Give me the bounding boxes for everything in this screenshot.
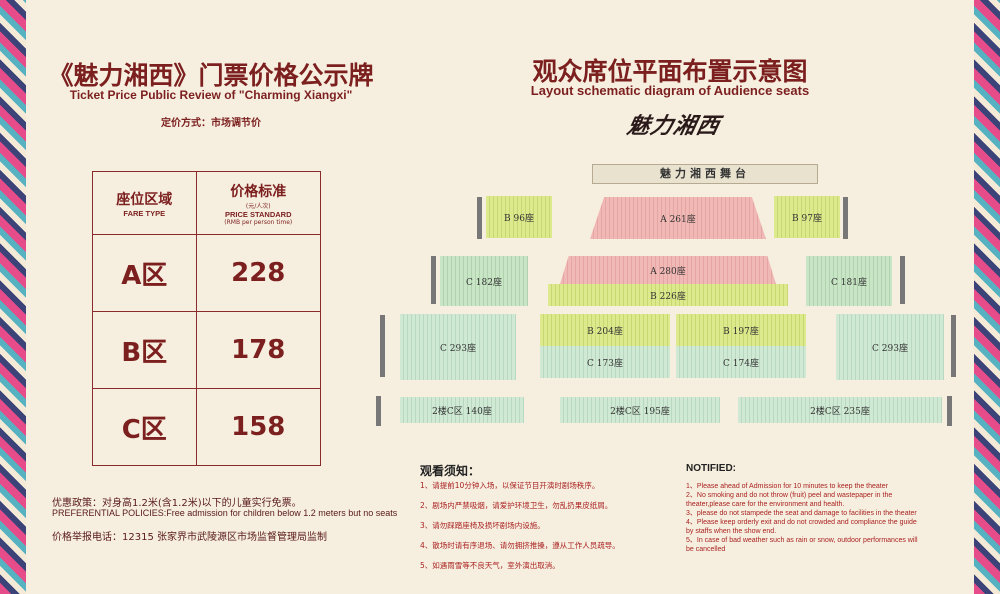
list-item: 1、Please ahead of Admission for 10 minut…: [686, 483, 888, 490]
section-c-right-big: C 293座: [836, 314, 944, 380]
price-table: 座位区域 FARE TYPE 价格标准 (元/人次) PRICE STANDAR…: [92, 171, 321, 466]
list-item: 1、请提前10分钟入场，以保证节目开演时剧场秩序。: [420, 481, 600, 490]
list-item: 3、please do not stampede the seat and da…: [686, 510, 917, 517]
section-a-top: A 261座: [590, 197, 766, 239]
section-c-left-mid: C 182座: [440, 256, 528, 306]
notified-list: 1、Please ahead of Admission for 10 minut…: [686, 482, 926, 554]
right-decorative-border: [974, 0, 1000, 594]
section-2f-mid: 2楼C区 195座: [560, 397, 720, 423]
price-cell: 178: [195, 311, 321, 389]
price-cell: 158: [195, 388, 321, 466]
list-item: 5、In case of bad weather such as rain or…: [686, 537, 918, 553]
aisle-marker: [376, 396, 381, 426]
section-b-right: B 97座: [774, 196, 840, 238]
section-b-mid: B 226座: [548, 284, 788, 306]
price-board-title: 《魅力湘西》门票价格公示牌: [48, 61, 374, 90]
price-standard-en: PRICE STANDARD: [224, 209, 292, 219]
zone-cell: C区: [92, 388, 197, 466]
preferential-policy-zh: 优惠政策：对身高1.2米(含1.2米)以下的儿童实行免票。: [52, 498, 302, 509]
price-board-subtitle: Ticket Price Public Review of "Charming …: [69, 88, 353, 102]
pricing-method: 定价方式：市场调节价: [161, 118, 261, 129]
aisle-marker: [431, 256, 436, 304]
price-table-header: 座位区域 FARE TYPE 价格标准 (元/人次) PRICE STANDAR…: [92, 171, 321, 235]
section-2f-right: 2楼C区 235座: [738, 397, 942, 423]
stage-label: 魅力湘西舞台: [592, 164, 818, 184]
notified-title: NOTIFIED:: [686, 463, 736, 474]
section-b-197: B 197座: [676, 314, 806, 346]
table-row: B区 178: [92, 311, 321, 389]
zone-cell: A区: [92, 234, 197, 312]
section-b-left: B 96座: [486, 196, 552, 238]
price-cell: 228: [195, 234, 321, 312]
aisle-marker: [951, 315, 956, 377]
section-c-right-mid: C 181座: [806, 256, 892, 306]
notice-title: 观看须知：: [420, 464, 481, 478]
fare-type-header: 座位区域 FARE TYPE: [92, 171, 197, 235]
fare-type-zh: 座位区域: [116, 191, 173, 208]
fare-type-en: FARE TYPE: [123, 208, 166, 218]
show-logo: 魅力湘西: [624, 113, 723, 139]
list-item: 5、如遇雨雪等不良天气，室外演出取消。: [420, 561, 560, 570]
price-unit: (元/人次): [245, 202, 271, 210]
price-note: (RMB per person time): [224, 218, 293, 226]
table-row: A区 228: [92, 234, 321, 312]
aisle-marker: [477, 197, 482, 239]
seating-title: 观众席位平面布置示意图: [532, 57, 808, 86]
section-c-173: C 173座: [540, 346, 670, 378]
list-item: 4、散场时请有序退场、请勿拥挤推搡，遵从工作人员疏导。: [420, 541, 620, 550]
aisle-marker: [380, 315, 385, 377]
report-phone-line: 价格举报电话：12315 张家界市武陵源区市场监督管理局监制: [52, 532, 327, 543]
preferential-policy-en: PREFERENTIAL POLICIES:Free admission for…: [52, 508, 398, 518]
aisle-marker: [843, 197, 848, 239]
notice-list: 1、请提前10分钟入场，以保证节目开演时剧场秩序。 2、剧场内严禁吸烟，请爱护环…: [420, 480, 620, 580]
section-c-left-big: C 293座: [400, 314, 516, 380]
seating-subtitle: Layout schematic diagram of Audience sea…: [530, 83, 810, 98]
list-item: 2、No smoking and do not throw (fruit) pe…: [686, 492, 893, 508]
section-a-mid: A 280座: [560, 256, 776, 284]
list-item: 3、请勿踩踏座椅及损坏剧场内设施。: [420, 521, 545, 530]
list-item: 2、剧场内严禁吸烟，请爱护环境卫生，勿乱扔果皮纸屑。: [420, 501, 613, 510]
zone-cell: B区: [92, 311, 197, 389]
left-decorative-border: [0, 0, 26, 594]
section-2f-left: 2楼C区 140座: [400, 397, 524, 423]
aisle-marker: [947, 396, 952, 426]
aisle-marker: [900, 256, 905, 304]
section-c-174: C 174座: [676, 346, 806, 378]
table-row: C区 158: [92, 388, 321, 466]
price-standard-header: 价格标准 (元/人次) PRICE STANDARD (RMB per pers…: [195, 171, 321, 235]
list-item: 4、Please keep orderly exit and do not cr…: [686, 519, 917, 535]
section-b-204: B 204座: [540, 314, 670, 346]
price-standard-zh: 价格标准: [230, 183, 287, 200]
